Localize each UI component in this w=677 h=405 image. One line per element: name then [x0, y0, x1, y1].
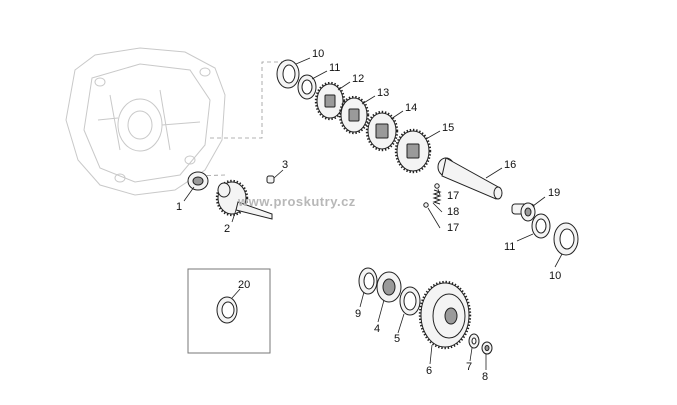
callout-17-upper: 17	[447, 190, 459, 202]
watermark: www.proskutry.cz	[237, 194, 356, 209]
callout-8: 8	[482, 371, 488, 383]
callout-7: 7	[466, 361, 472, 373]
callout-9: 9	[355, 308, 361, 320]
callout-1: 1	[176, 201, 182, 213]
part-2-pinion-shaft	[215, 179, 273, 220]
callout-labels: 1 2 3 10 11 12 13 14 15 16 17 18 17 19 1…	[176, 48, 561, 383]
part-17-18-spring-detent	[423, 183, 442, 208]
callout-4: 4	[374, 323, 380, 335]
part-11-washer	[297, 74, 317, 100]
callout-16: 16	[504, 159, 516, 171]
callout-13: 13	[377, 87, 389, 99]
callout-19: 19	[548, 187, 560, 199]
part-1-bearing	[187, 171, 209, 191]
part-11-washer-lower	[531, 213, 551, 239]
guide-line-upper	[210, 61, 282, 139]
callout-11-upper: 11	[329, 62, 340, 74]
callout-2: 2	[224, 223, 230, 235]
part-9-circlip	[358, 267, 378, 295]
part-13-gear	[338, 95, 370, 135]
inset-frame	[187, 268, 271, 354]
callout-17-lower: 17	[447, 222, 459, 234]
part-10-circlip	[276, 59, 300, 89]
callout-5: 5	[394, 333, 400, 345]
callout-3: 3	[282, 159, 288, 171]
callout-10-lower: 10	[549, 270, 561, 282]
part-14-gear	[365, 110, 399, 152]
part-5-ring	[399, 286, 421, 316]
callout-10-upper: 10	[312, 48, 324, 60]
leader-lines	[183, 57, 563, 370]
callout-14: 14	[405, 102, 417, 114]
callout-11-lower: 11	[504, 241, 515, 253]
crankcase-housing	[65, 47, 226, 196]
part-15-gear	[394, 128, 432, 174]
part-8-nut	[481, 341, 493, 355]
callout-6: 6	[426, 365, 432, 377]
part-3-pin	[266, 175, 275, 184]
callout-18: 18	[447, 206, 459, 218]
part-20-circlip	[216, 296, 238, 324]
callout-12: 12	[352, 73, 364, 85]
callout-15: 15	[442, 122, 454, 134]
callout-20: 20	[238, 279, 250, 291]
part-16-shaft	[437, 157, 503, 200]
part-7-washer	[468, 333, 480, 349]
part-6-ring-gear	[418, 280, 472, 350]
part-10-circlip-lower	[553, 222, 579, 256]
part-4-bearing	[376, 271, 402, 303]
part-19-lever	[511, 202, 536, 222]
